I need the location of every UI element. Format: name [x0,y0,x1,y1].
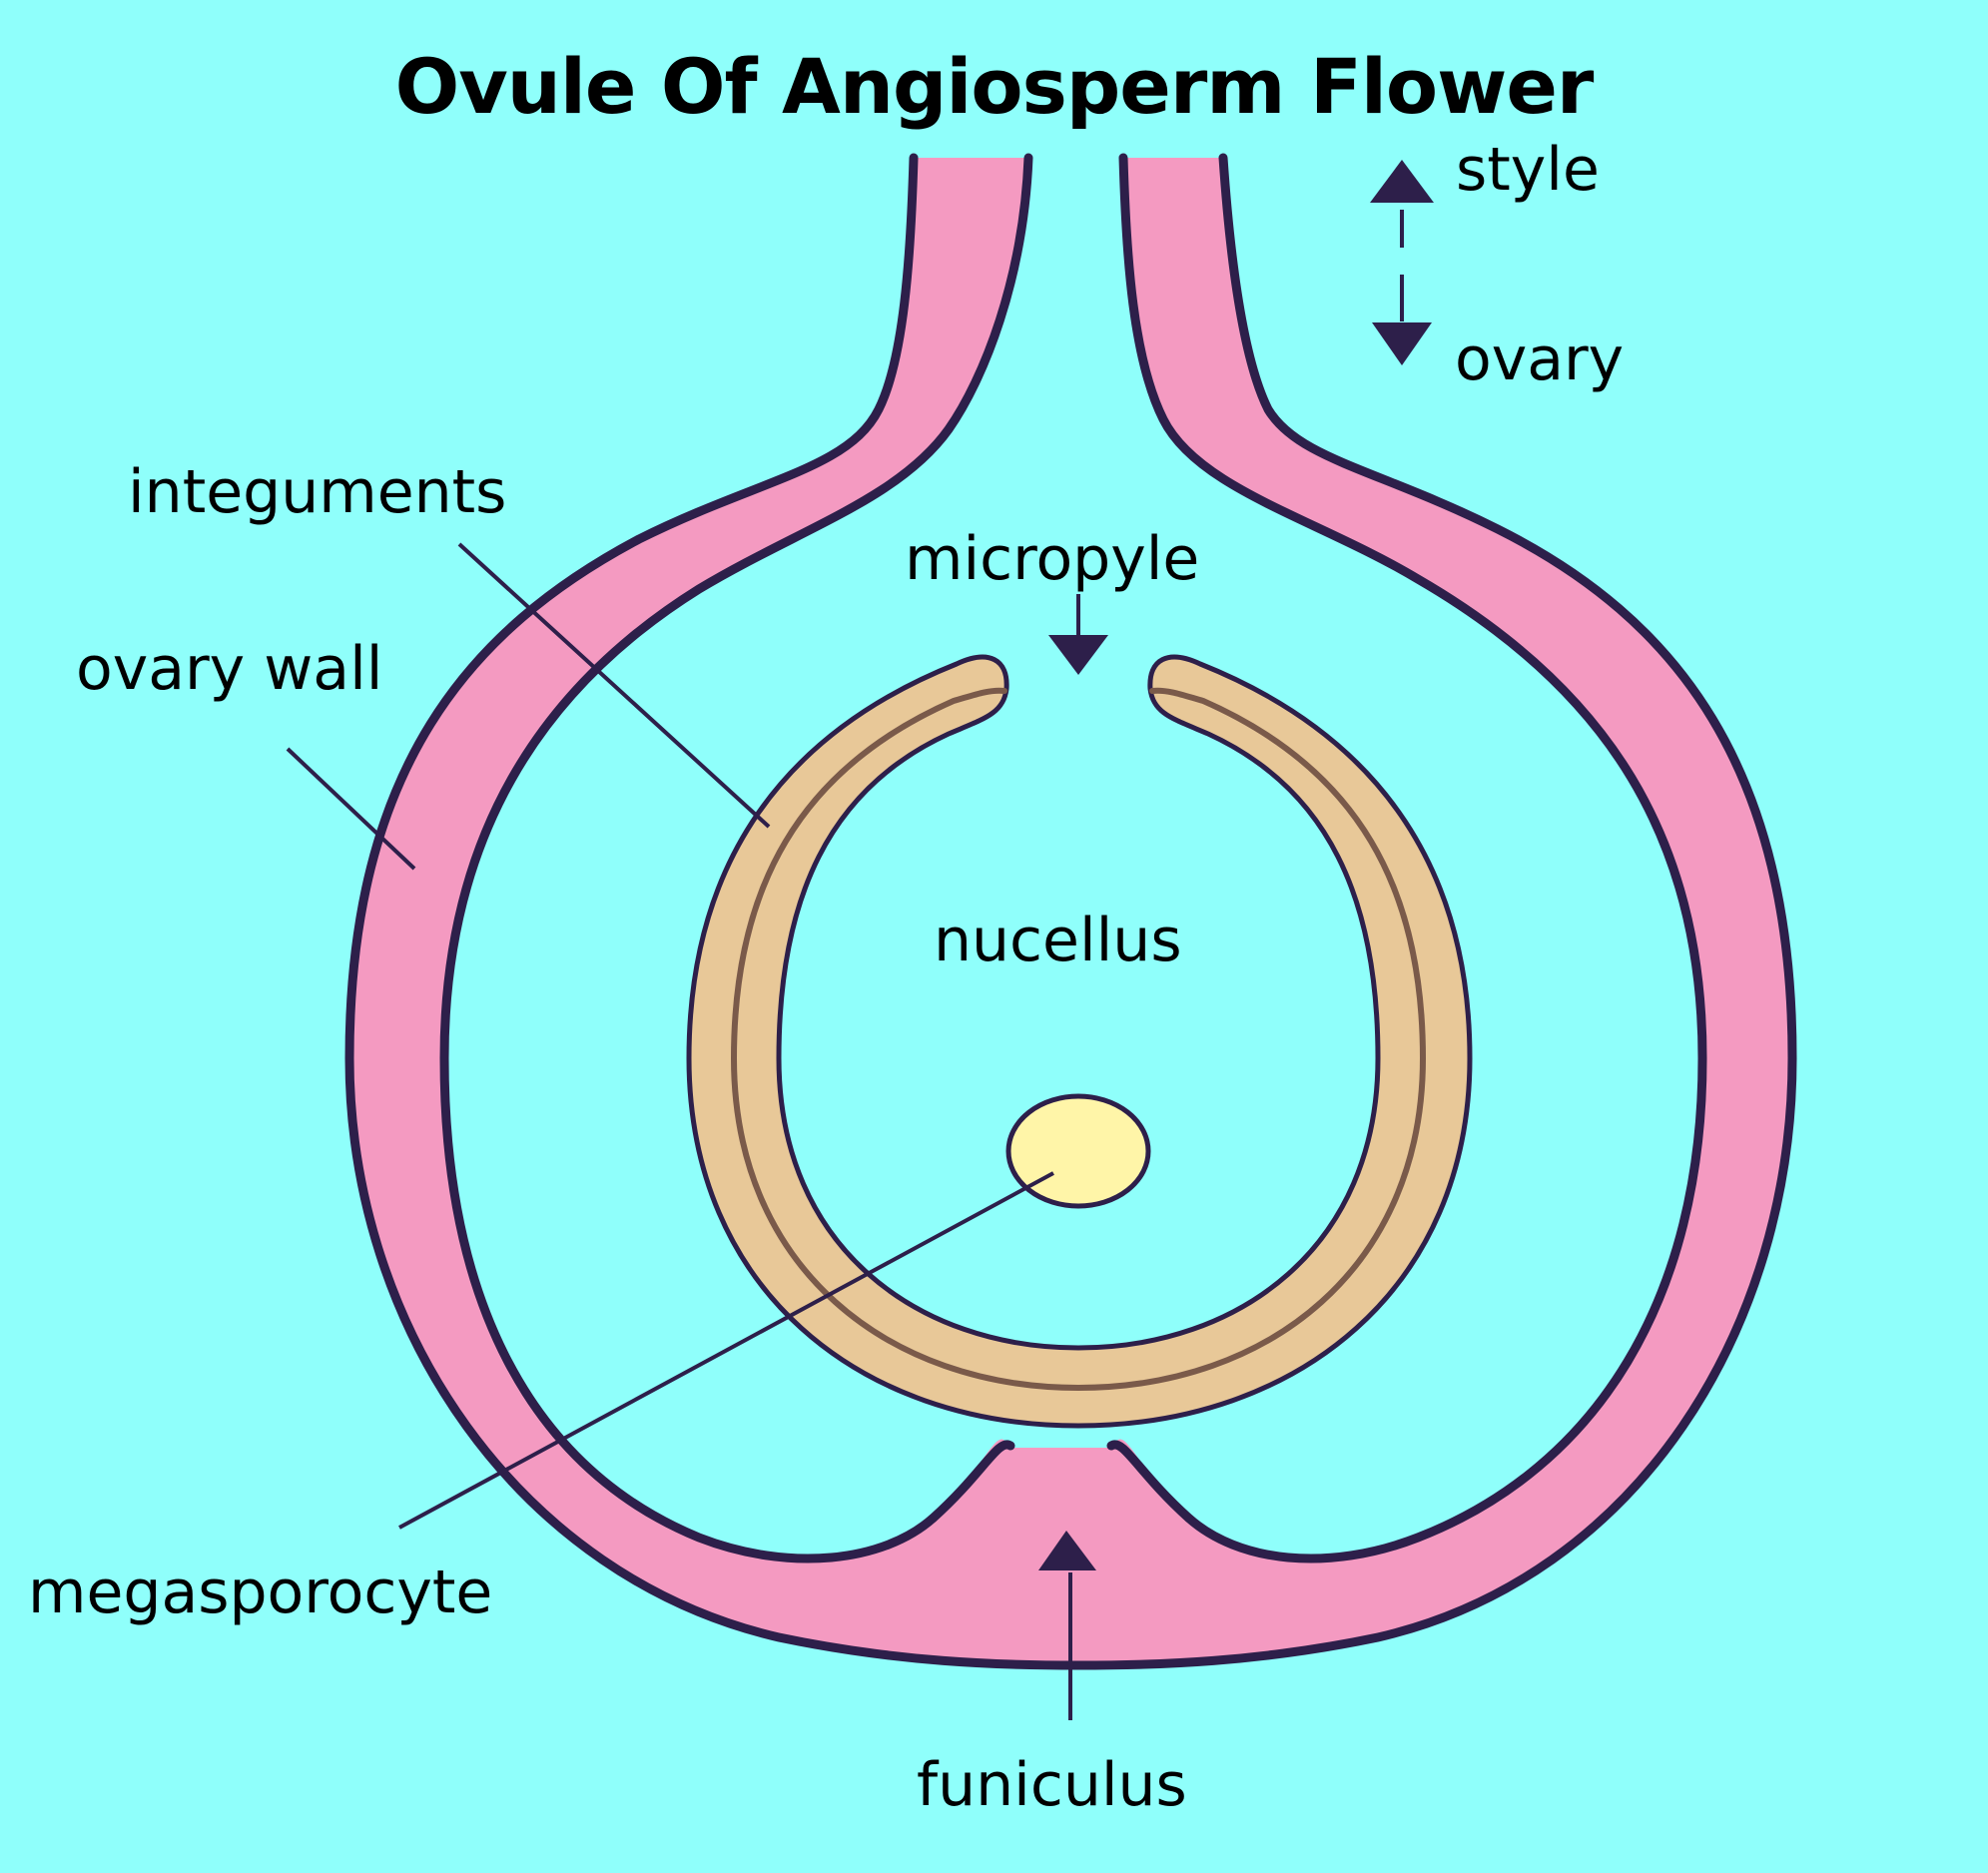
megasporocyte-leader-line [398,1171,1054,1530]
label-micropyle: micropyle [905,524,1200,594]
label-style: style [1456,135,1600,205]
integument-divider [730,687,1427,1392]
ovary-wall-inner-outline-left [439,153,1033,1563]
label-megasporocyte: megasporocyte [28,1558,493,1627]
ovary-wall-inner-outline-right [1106,153,1707,1563]
integument-fill [686,654,1473,1429]
label-funiculus: funiculus [917,1750,1187,1820]
label-integuments: integuments [128,457,507,527]
diagram-title: Ovule Of Angiosperm Flower [394,42,1595,131]
style-arrow-icon [1370,160,1434,248]
ovary-wall-outer-outline-right [1073,153,1797,1670]
megasporocyte-cell [1005,1093,1151,1209]
integuments [686,654,1473,1429]
ovary-arrow-icon [1372,275,1432,365]
ovary-wall-leader-line [286,747,416,871]
ovary-wall-fill [349,158,1792,1665]
integuments-leader-line [457,542,771,829]
ovary-wall-outer-outline-left [344,153,1083,1670]
micropyle-arrow-icon [1048,594,1108,675]
label-ovary: ovary [1455,324,1625,394]
ovary-wall [344,153,1797,1670]
label-nucellus: nucellus [934,906,1182,975]
label-ovary-wall: ovary wall [76,634,383,704]
funiculus-arrow-icon [1038,1531,1096,1720]
